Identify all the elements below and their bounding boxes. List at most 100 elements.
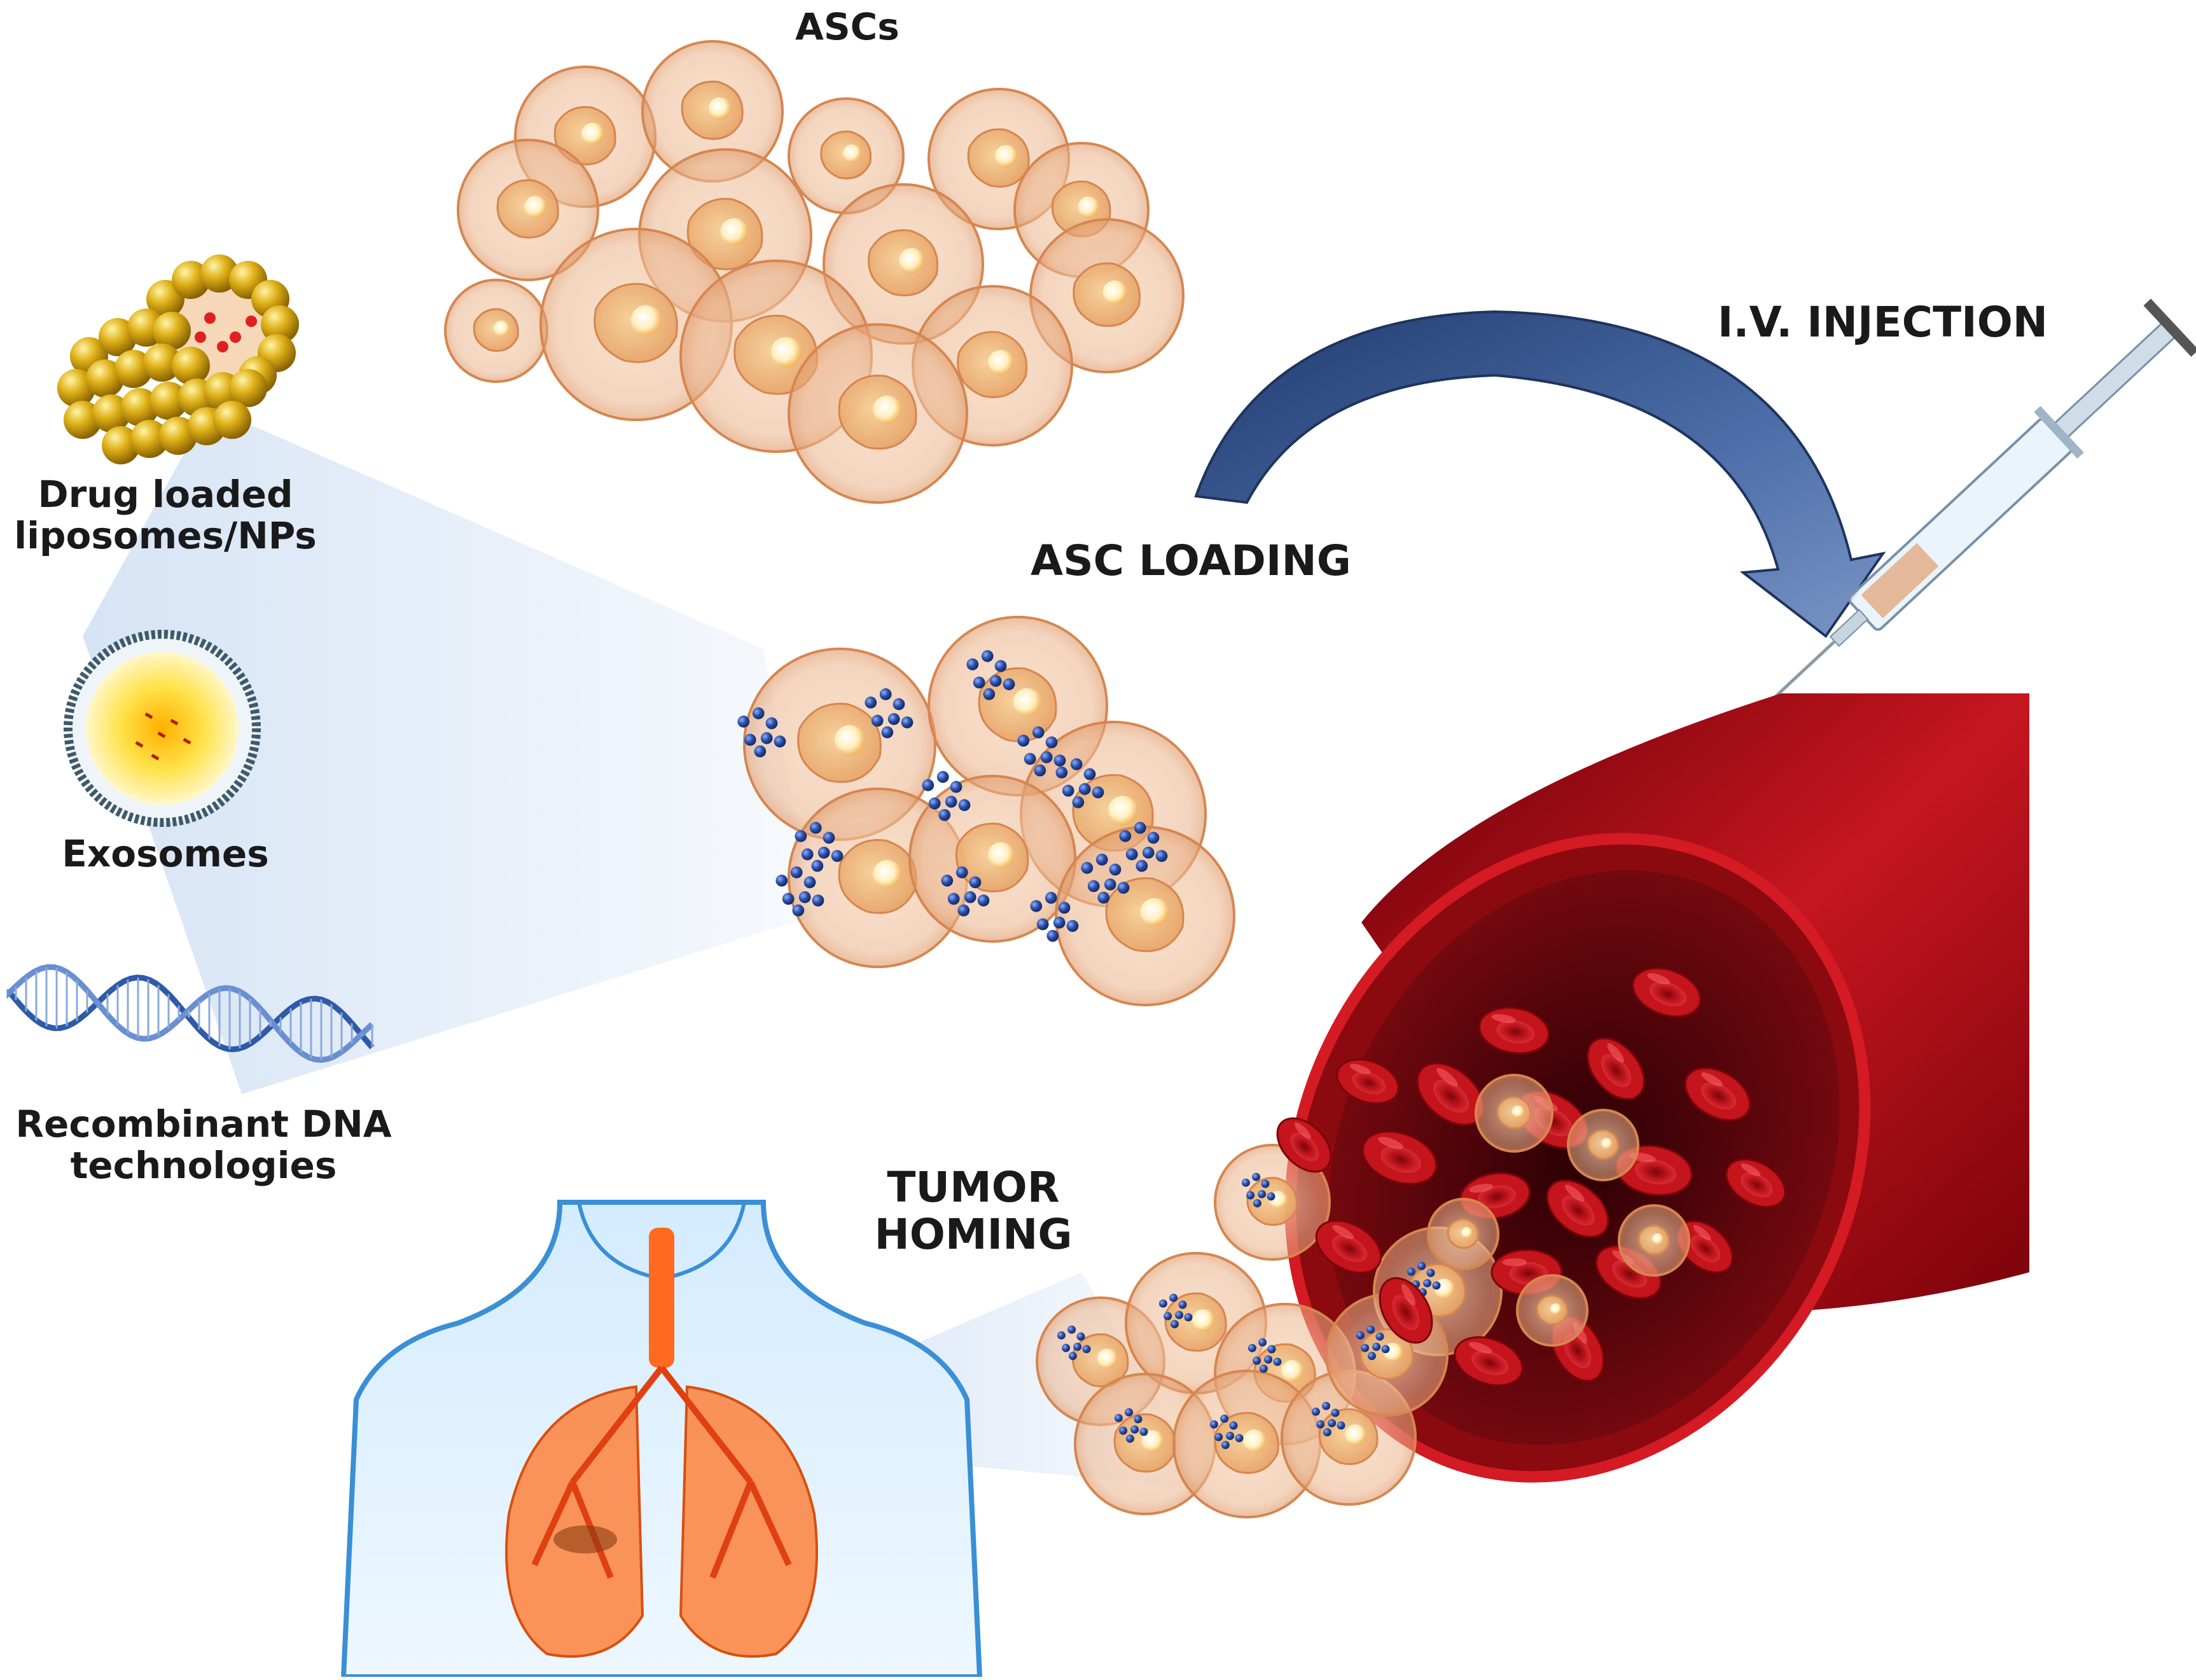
gold-nanoparticle [261, 305, 299, 344]
exosome-cargo [157, 732, 166, 739]
nanoparticle [1214, 1433, 1223, 1441]
nanoparticle [1125, 848, 1138, 861]
nanoparticle [956, 866, 968, 878]
exosome-cargo [170, 719, 179, 726]
nanoparticle [1253, 1199, 1261, 1208]
nanoparticle [1045, 892, 1057, 904]
nanoparticle [981, 650, 994, 662]
nanoparticle [1220, 1414, 1229, 1423]
drug-dot [204, 312, 216, 324]
red-blood-cell [1276, 1117, 1332, 1173]
nanoparticle [1053, 754, 1066, 767]
nanoparticle [922, 779, 935, 791]
nanoparticle [812, 894, 824, 906]
nanoparticle [809, 822, 822, 834]
bronchus [659, 1365, 753, 1485]
trachea [649, 1228, 674, 1368]
nanoparticle [1367, 1352, 1376, 1361]
nanoparticle [865, 697, 877, 709]
nanoparticle [1087, 880, 1100, 892]
gold-nanoparticle [130, 420, 169, 458]
nanoparticle [1083, 768, 1096, 781]
nanoparticle [1226, 1431, 1235, 1440]
nanoparticle [1125, 1434, 1134, 1443]
nanoparticle [947, 892, 960, 905]
nanoparticle [1246, 1191, 1255, 1200]
nanoparticle [1164, 1312, 1172, 1321]
asc-cell-cluster [444, 40, 1185, 504]
nanoparticle [964, 891, 976, 903]
nanoparticle [871, 714, 884, 727]
nanoparticle [1119, 830, 1132, 842]
nanoparticle [1032, 726, 1045, 739]
nanoparticle [1119, 1426, 1128, 1435]
nanoparticle [1311, 1407, 1320, 1416]
asc-cell [788, 97, 905, 214]
nanoparticle [1356, 1331, 1365, 1340]
curved-arrow-shape [1194, 310, 1886, 638]
gold-nanoparticle [115, 350, 153, 388]
nanoparticle [1253, 1356, 1261, 1365]
label-recombinant-line1: Recombinant DNA [15, 1102, 392, 1146]
label-tumor-line1: TUMOR [887, 1163, 1060, 1212]
nanoparticle [1323, 1428, 1331, 1437]
nanoparticle [1058, 901, 1071, 914]
gold-nanoparticle [92, 394, 130, 433]
nanoparticle [798, 891, 811, 903]
nanoparticle [1092, 786, 1104, 798]
asc-cell [1029, 218, 1185, 373]
nanoparticle [879, 688, 892, 700]
nanoparticle [1076, 1332, 1085, 1341]
nanoparticle [1134, 1415, 1143, 1424]
nanoparticle [1024, 753, 1036, 765]
spilling-cells [1036, 967, 1786, 1518]
nanoparticle [792, 904, 805, 917]
nanoparticle [752, 707, 765, 719]
vessel-asc-cell [1618, 1204, 1690, 1277]
nanoparticle [737, 716, 750, 728]
nanoparticle [811, 859, 824, 872]
gold-nanoparticle [102, 426, 140, 464]
nanoparticle [1229, 1421, 1238, 1430]
tumor-spot [553, 1525, 617, 1553]
nanoparticle [1247, 1343, 1256, 1352]
nanoparticle [1426, 1268, 1435, 1277]
nanoparticle [1267, 1345, 1276, 1354]
bronchus [531, 1480, 576, 1567]
red-blood-cell [1676, 1220, 1734, 1274]
label-drug-loaded-line2: liposomes/NPs [14, 513, 317, 557]
nanoparticle [1017, 735, 1030, 747]
syringe-body [1693, 298, 2196, 773]
nanoparticle [1040, 751, 1053, 763]
nanoparticle [989, 675, 1002, 687]
vessel-asc-cell [1516, 1274, 1588, 1347]
homing-asc-cell [1074, 1373, 1216, 1515]
nanoparticle [1097, 891, 1110, 904]
drug-dot [246, 316, 257, 327]
nanoparticle [1184, 1313, 1193, 1322]
red-blood-cell [1478, 1006, 1550, 1055]
human-torso-lungs [340, 1200, 983, 1679]
gold-nanoparticle [172, 261, 210, 299]
nanoparticle [1328, 1419, 1337, 1427]
nanoparticle [1322, 1401, 1331, 1410]
exosome-lumen [86, 652, 239, 805]
syringe-icon [1693, 298, 2196, 773]
nanoparticle [1170, 1320, 1179, 1329]
asc-cell [641, 40, 784, 183]
nanoparticle [1070, 758, 1083, 770]
drug-dot [195, 331, 206, 343]
nanoparticle [1117, 882, 1130, 894]
nanoparticle [1130, 1425, 1139, 1434]
label-tumor-line2: HOMING [874, 1209, 1073, 1259]
vessel-asc-cell [1427, 1198, 1499, 1270]
nanoparticle [1003, 678, 1015, 690]
nanoparticle [1258, 1190, 1267, 1198]
label-drug-loaded-line1: Drug loaded [38, 473, 293, 516]
gold-nanoparticle [121, 388, 159, 426]
nanoparticle [760, 732, 773, 744]
nanoparticle [1136, 859, 1148, 872]
nanoparticle [795, 830, 807, 842]
red-blood-cell [1454, 1336, 1524, 1387]
